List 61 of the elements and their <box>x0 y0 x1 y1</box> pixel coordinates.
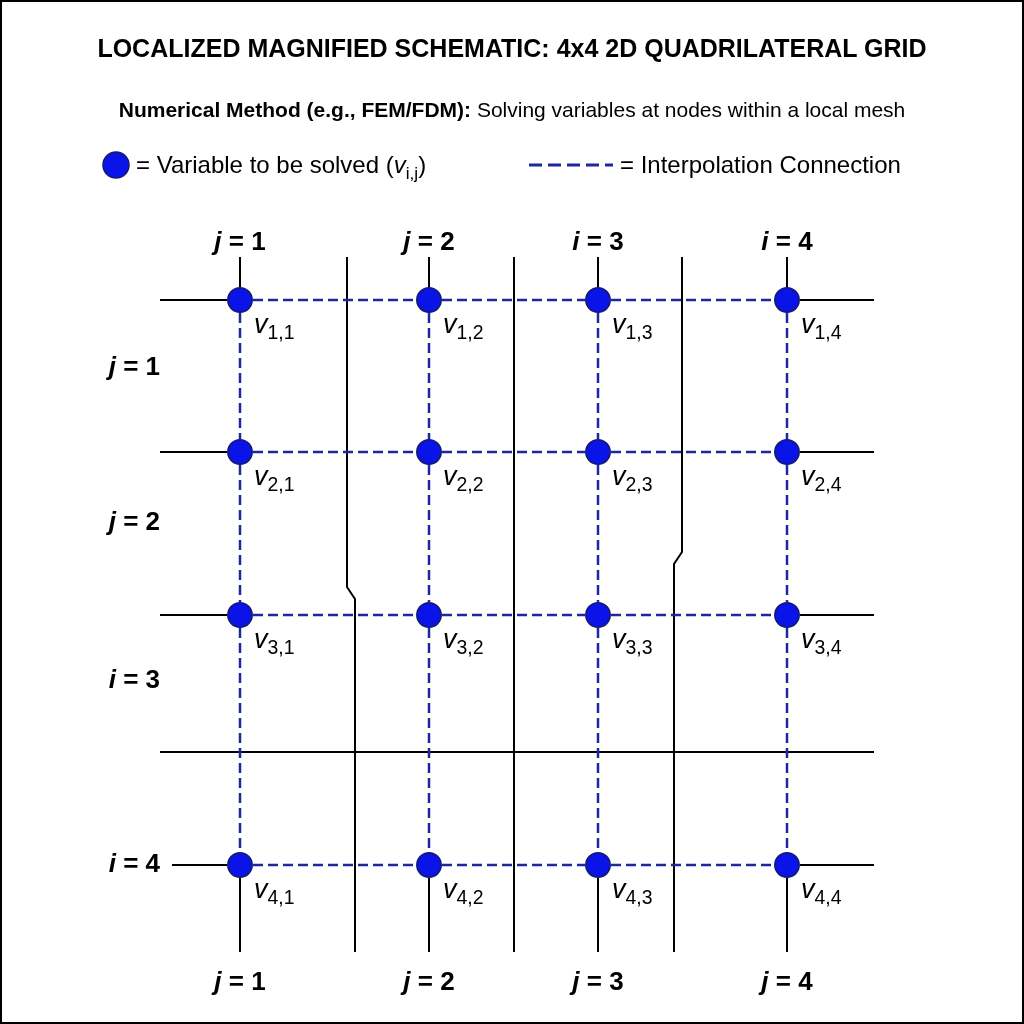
axis-label: i = 3 <box>572 227 624 257</box>
axis-label: j = 2 <box>108 507 160 537</box>
node-label: v$_{2,3}$ <box>612 461 653 493</box>
node-label: v$_{1,1}$ <box>254 309 295 341</box>
dashed-connector <box>442 298 585 302</box>
dashed-connector <box>611 450 774 454</box>
dashed-connector <box>596 313 600 439</box>
mesh-node <box>774 852 800 878</box>
node-label: v$_{1,2}$ <box>443 309 484 341</box>
mesh-node <box>416 439 442 465</box>
mesh-node <box>774 439 800 465</box>
node-label: v$_{4,1}$ <box>254 874 295 906</box>
axis-label: i = 3 <box>108 665 160 695</box>
mesh-node <box>416 852 442 878</box>
dashed-connector <box>238 465 242 602</box>
mesh-node <box>227 439 253 465</box>
dashed-connector <box>596 465 600 602</box>
node-label: v$_{3,1}$ <box>254 624 295 656</box>
legend-text: = Interpolation Connection <box>620 151 901 179</box>
mesh-node <box>585 852 611 878</box>
node-label: v$_{4,3}$ <box>612 874 653 906</box>
dashed-connector <box>253 613 416 617</box>
mesh-node <box>227 852 253 878</box>
mesh-node <box>416 602 442 628</box>
mesh-node <box>585 602 611 628</box>
node-label: v$_{4,2}$ <box>443 874 484 906</box>
dashed-connector <box>253 863 416 867</box>
mesh-node <box>774 602 800 628</box>
node-label: v$_{1,3}$ <box>612 309 653 341</box>
mesh-node <box>227 287 253 313</box>
node-label: v$_{2,2}$ <box>443 461 484 493</box>
dashed-connector <box>611 613 774 617</box>
mesh-node <box>585 287 611 313</box>
dashed-connector <box>442 450 585 454</box>
dashed-connector <box>785 313 789 439</box>
dashed-connector <box>442 863 585 867</box>
dashed-connector <box>442 613 585 617</box>
mesh-node <box>227 602 253 628</box>
axis-label: i = 4 <box>108 849 160 879</box>
dashed-connector <box>611 863 774 867</box>
dashed-connector <box>611 298 774 302</box>
axis-label: i = 4 <box>761 227 813 257</box>
node-label: v$_{1,4}$ <box>801 309 842 341</box>
subtitle: Numerical Method (e.g., FEM/FDM): Solving variables at nodes within a local mesh <box>118 97 906 123</box>
mesh-node <box>774 287 800 313</box>
node-label: v$_{4,4}$ <box>801 874 842 906</box>
node-label: v$_{2,4}$ <box>801 461 842 493</box>
mesh-node <box>416 287 442 313</box>
dashed-connector <box>785 465 789 602</box>
node-label: v$_{2,1}$ <box>254 461 295 493</box>
mesh-node <box>585 439 611 465</box>
node-label: v$_{3,4}$ <box>801 624 842 656</box>
dashed-connector <box>253 298 416 302</box>
node-label: v$_{3,3}$ <box>612 624 653 656</box>
axis-label: j = 1 <box>108 352 160 382</box>
dashed-connector <box>238 313 242 439</box>
dashed-connector <box>427 465 431 602</box>
node-label: v$_{3,2}$ <box>443 624 484 656</box>
dashed-connector <box>253 450 416 454</box>
title: LOCALIZED MAGNIFIED SCHEMATIC: 4x4 2D QUADRILATERAL GRID <box>97 33 927 63</box>
dashed-connector <box>427 313 431 439</box>
